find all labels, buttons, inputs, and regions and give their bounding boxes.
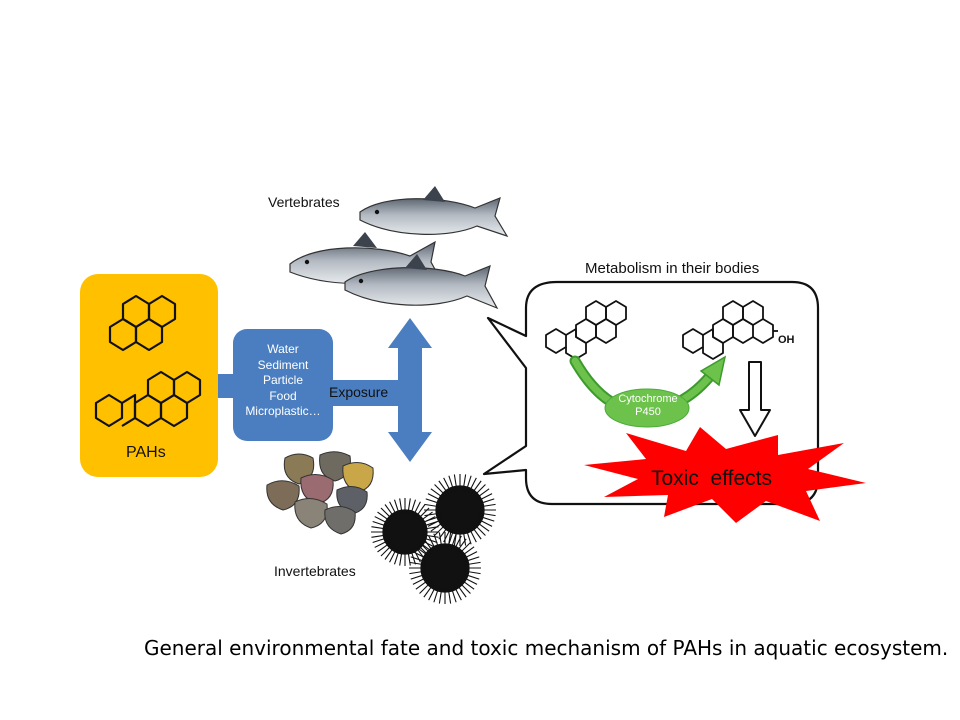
bap-ring-c bbox=[133, 393, 163, 428]
bap-ring-e bbox=[94, 393, 124, 428]
cytochrome-label-line1: Cytochrome bbox=[618, 393, 678, 405]
oh-group-label: OH bbox=[778, 334, 795, 346]
toxic-effects-burst bbox=[584, 427, 866, 523]
cytochrome-badge bbox=[604, 388, 690, 428]
pah-structures bbox=[94, 294, 202, 428]
metabolism-molecules bbox=[545, 300, 778, 360]
bap-ring-d bbox=[159, 393, 189, 428]
fish-top-icon bbox=[359, 186, 509, 238]
fish-illustration bbox=[289, 186, 509, 310]
exposure-sources-box: Water Sediment Particle Food Microplasti… bbox=[233, 329, 333, 441]
exposure-arrow bbox=[333, 318, 432, 462]
hydroxylated-pah-molecule bbox=[682, 300, 778, 360]
vertebrates-label: Vertebrates bbox=[268, 194, 340, 210]
sea-urchins-icon bbox=[371, 474, 496, 604]
metabolism-label: Metabolism in their bodies bbox=[585, 260, 760, 277]
pahs-label: PAHs bbox=[126, 444, 166, 461]
toxic-effects-label: Toxic effects bbox=[651, 467, 772, 490]
fish-bottom-icon bbox=[344, 254, 499, 310]
source-microplastic: Microplastic… bbox=[245, 404, 321, 418]
invertebrates-label: Invertebrates bbox=[274, 563, 356, 579]
exposure-label: Exposure bbox=[329, 384, 389, 400]
invertebrates-illustration bbox=[266, 451, 496, 604]
figure-caption: General environmental fate and toxic mec… bbox=[144, 636, 949, 660]
pyrene-ring-d bbox=[134, 317, 164, 352]
clams-icon bbox=[266, 451, 374, 535]
toxic-down-arrow bbox=[739, 361, 771, 437]
source-particle: Particle bbox=[262, 373, 303, 387]
parent-pah-molecule bbox=[545, 300, 627, 360]
bap-ring-f bbox=[121, 393, 137, 427]
cytochrome-label: Cytochrome P450 bbox=[608, 393, 688, 419]
connector-bar bbox=[218, 374, 234, 398]
source-food: Food bbox=[269, 388, 297, 403]
pyrene-ring-c bbox=[108, 317, 138, 352]
cytochrome-label-line2: P450 bbox=[635, 406, 661, 418]
source-water: Water bbox=[267, 342, 299, 356]
source-sediment: Sediment bbox=[257, 357, 309, 372]
